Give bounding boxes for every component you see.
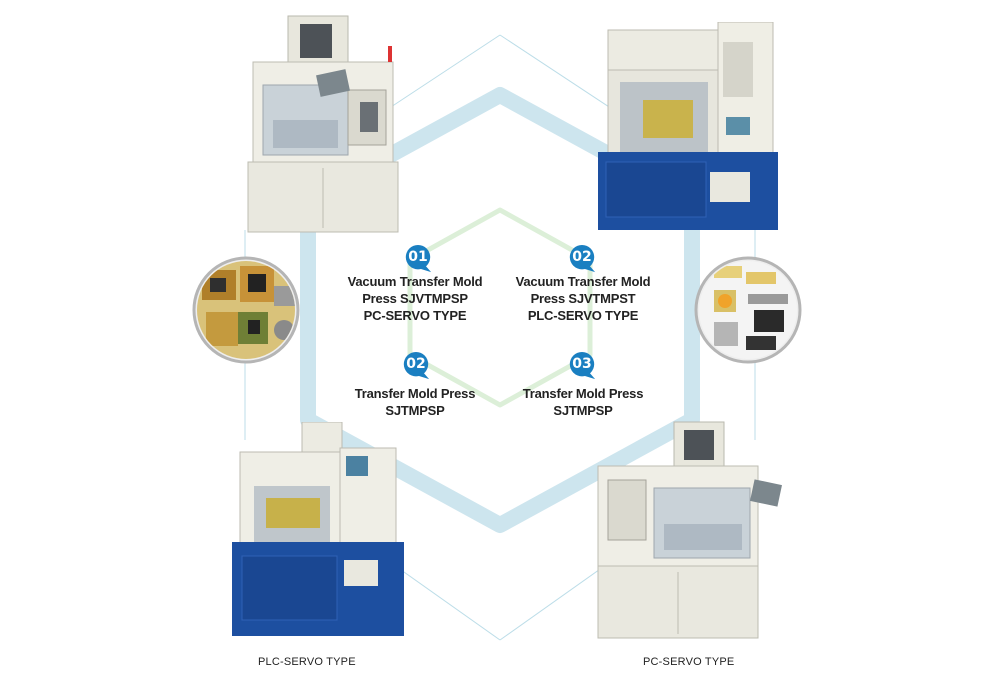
- speech-bubble-icon: [569, 244, 596, 273]
- item-label: Transfer Mold Press SJTMPSP: [340, 385, 490, 419]
- item-line: SJTMPSP: [385, 403, 445, 418]
- speech-bubble-icon: [403, 351, 430, 380]
- machine-photo-top-left: [247, 15, 399, 233]
- speech-bubble-icon: [405, 244, 432, 273]
- item-number: 03: [572, 356, 592, 372]
- machine-photo-bottom-left: [232, 422, 404, 636]
- item-label: Vacuum Transfer Mold Press SJVTMPSP PC-S…: [335, 273, 495, 324]
- item-line: SJTMPSP: [553, 403, 613, 418]
- speech-bubble-icon: [569, 351, 596, 380]
- item-line: Transfer Mold Press: [354, 386, 476, 401]
- component-photo-right: [694, 256, 802, 364]
- item-label: Vacuum Transfer Mold Press SJVTMPST PLC-…: [503, 273, 663, 324]
- item-line: Transfer Mold Press: [522, 386, 644, 401]
- item-line: Vacuum Transfer Mold: [515, 274, 651, 289]
- item-line: Press SJVTMPSP: [362, 291, 468, 306]
- item-line: Vacuum Transfer Mold: [347, 274, 483, 289]
- caption-plc-servo: PLC-SERVO TYPE: [258, 656, 356, 668]
- caption-pc-servo: PC-SERVO TYPE: [643, 656, 735, 668]
- item-number: 01: [408, 249, 428, 265]
- machine-photo-bottom-right: [597, 421, 782, 639]
- component-photo-left: [192, 256, 300, 364]
- item-number: 02: [572, 249, 592, 265]
- machine-photo-top-right: [598, 22, 778, 230]
- item-line: Press SJVTMPST: [530, 291, 636, 306]
- item-label: Transfer Mold Press SJTMPSP: [508, 385, 658, 419]
- item-line: PC-SERVO TYPE: [363, 308, 467, 323]
- item-number: 02: [406, 356, 426, 372]
- item-line: PLC-SERVO TYPE: [527, 308, 639, 323]
